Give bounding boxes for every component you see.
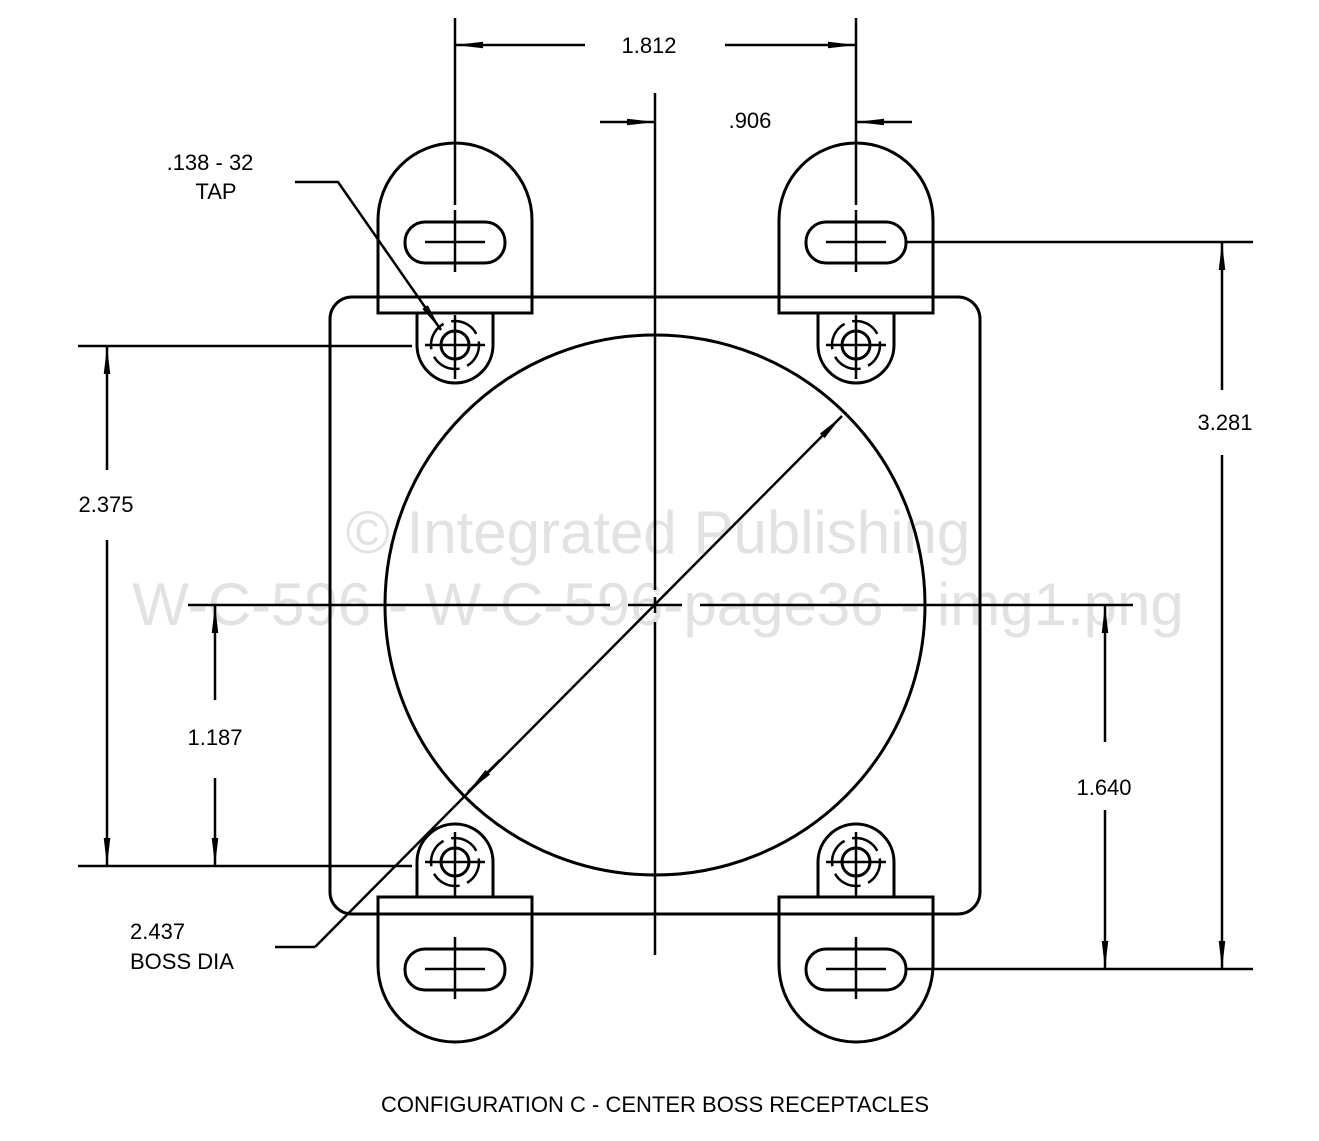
- dimension-1812-label: 1.812: [621, 33, 676, 58]
- dimension-1640-label: 1.640: [1076, 775, 1131, 800]
- mounting-ear-bottom: [777, 895, 935, 1044]
- mounting-ears: [376, 141, 935, 1044]
- tap-tab: [816, 822, 896, 897]
- tap-leader: [295, 180, 443, 331]
- mounting-ear-top: [376, 141, 534, 315]
- boss-dia-label: BOSS DIA: [130, 949, 234, 974]
- tap-tab: [415, 313, 495, 385]
- mounting-ear-bottom: [376, 895, 534, 1044]
- tap-tab: [415, 822, 495, 897]
- boss-dia-value: 2.437: [130, 919, 185, 944]
- dimension-1187-label: 1.187: [187, 725, 242, 750]
- tap-size-label: .138 - 32: [167, 150, 254, 175]
- dimension-3281-label: 3.281: [1197, 410, 1252, 435]
- tap-tab: [816, 313, 896, 385]
- boss-diameter-dimension: [275, 415, 843, 949]
- dimension-906-label: .906: [729, 108, 772, 133]
- dimension-3281: [905, 240, 1253, 971]
- dimension-1812: [453, 18, 858, 205]
- mounting-ear-top: [777, 141, 935, 315]
- dimension-2375-label: 2.375: [78, 492, 133, 517]
- figure-caption: CONFIGURATION C - CENTER BOSS RECEPTACLE…: [381, 1092, 929, 1117]
- watermark-line1: © Integrated Publishing: [346, 499, 971, 566]
- dimension-2375: [78, 344, 412, 868]
- tap-label: TAP: [195, 179, 236, 204]
